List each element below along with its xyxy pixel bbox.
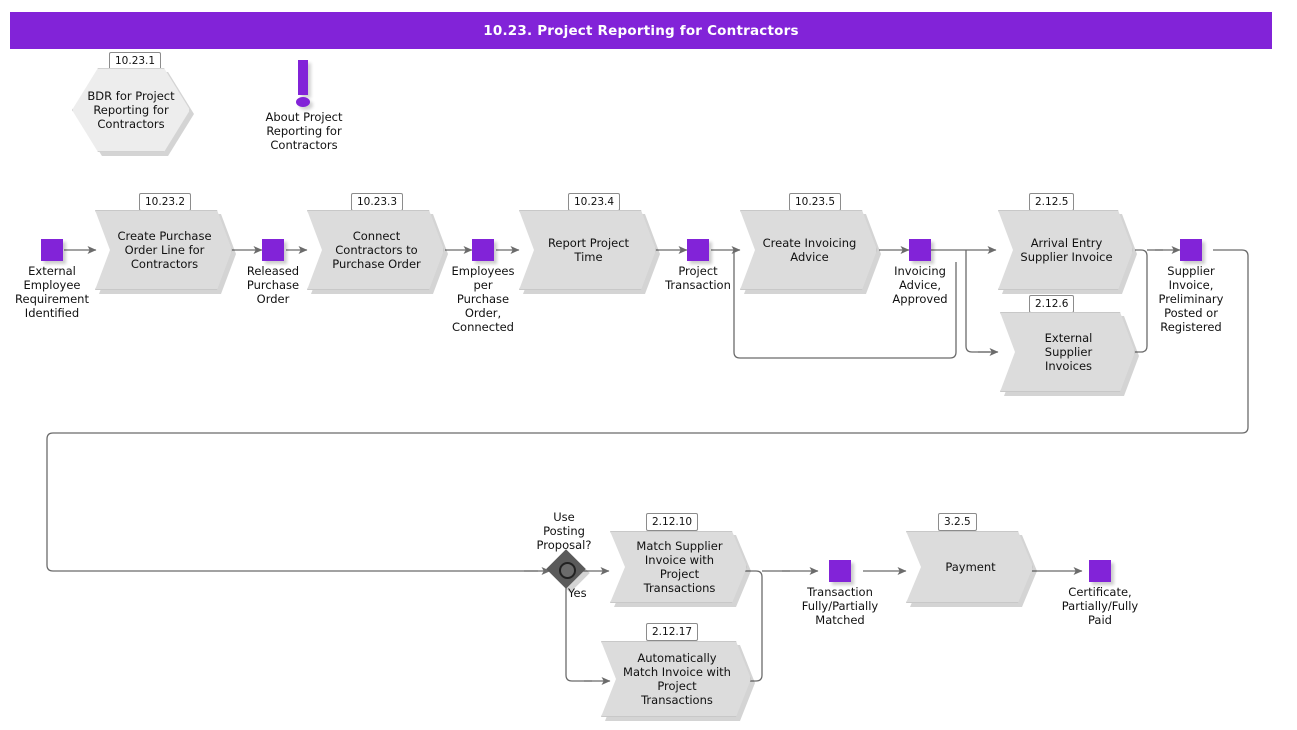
node-id-p8: 2.12.17 — [646, 623, 699, 641]
node-id-bdr: 10.23.1 — [109, 52, 162, 70]
node-p6-label: External Supplier Invoices — [1044, 331, 1093, 373]
node-id-p6: 2.12.6 — [1029, 295, 1075, 313]
node-id-p2: 10.23.3 — [351, 193, 404, 211]
state-external-employee-requirement-label: External Employee Requirement Identified — [15, 264, 89, 320]
node-p8-label: Automatically Match Invoice with Project… — [623, 651, 731, 707]
decision-ring-icon — [559, 562, 576, 579]
state-project-transaction[interactable] — [687, 239, 709, 261]
about-note-label: About Project Reporting for Contractors — [265, 110, 343, 152]
node-p9-label: Payment — [945, 560, 996, 574]
state-invoicing-advice-approved[interactable] — [909, 239, 931, 261]
node-p7-label: Match Supplier Invoice with Project Tran… — [636, 539, 723, 595]
node-id-p7: 2.12.10 — [646, 513, 699, 531]
node-connect-contractors-to-po[interactable]: Connect Contractors to Purchase Order — [307, 210, 444, 290]
state-supplier-invoice-preliminary-label: Supplier Invoice, Preliminary Posted or … — [1158, 264, 1224, 334]
decision-branch-yes-label: Yes — [568, 586, 587, 600]
node-create-invoicing-advice[interactable]: Create Invoicing Advice — [740, 210, 877, 290]
state-released-purchase-order[interactable] — [262, 239, 284, 261]
node-automatically-match-invoice[interactable]: Automatically Match Invoice with Project… — [601, 641, 751, 717]
page-title: 10.23. Project Reporting for Contractors — [10, 12, 1272, 49]
node-id-p9: 3.2.5 — [938, 513, 977, 531]
node-id-p3: 10.23.4 — [568, 193, 621, 211]
state-external-employee-requirement[interactable] — [41, 239, 63, 261]
edge-s5-p6 — [965, 250, 990, 353]
state-invoicing-advice-approved-label: Invoicing Advice, Approved — [892, 264, 948, 306]
node-payment[interactable]: Payment — [906, 531, 1033, 603]
node-p2-label: Connect Contractors to Purchase Order — [332, 229, 421, 271]
exclamation-dot-icon — [296, 97, 310, 107]
state-transaction-matched-label: Transaction Fully/Partially Matched — [801, 585, 879, 627]
node-p5-label: Arrival Entry Supplier Invoice — [1020, 236, 1113, 264]
state-employees-per-po-connected[interactable] — [472, 239, 494, 261]
state-certificate-paid-label: Certificate, Partially/Fully Paid — [1061, 585, 1139, 627]
node-p3-label: Report Project Time — [547, 236, 630, 264]
node-id-p5: 2.12.5 — [1029, 193, 1075, 211]
node-bdr-label: BDR for Project Reporting for Contractor… — [87, 89, 175, 131]
decision-question-label: Use Posting Proposal? — [536, 510, 592, 552]
node-id-p1: 10.23.2 — [139, 193, 192, 211]
state-supplier-invoice-preliminary[interactable] — [1180, 239, 1202, 261]
node-p1-label: Create Purchase Order Line for Contracto… — [117, 229, 212, 271]
node-p4-label: Create Invoicing Advice — [762, 236, 857, 264]
node-arrival-entry-supplier-invoice[interactable]: Arrival Entry Supplier Invoice — [998, 210, 1133, 290]
node-match-supplier-invoice-with-project-transactions[interactable]: Match Supplier Invoice with Project Tran… — [610, 531, 747, 603]
state-project-transaction-label: Project Transaction — [665, 264, 731, 292]
state-certificate-paid[interactable] — [1089, 560, 1111, 582]
node-id-p4: 10.23.5 — [789, 193, 842, 211]
node-create-purchase-order-line[interactable]: Create Purchase Order Line for Contracto… — [95, 210, 232, 290]
node-external-supplier-invoices[interactable]: External Supplier Invoices — [1000, 312, 1135, 392]
page-title-text: 10.23. Project Reporting for Contractors — [483, 22, 799, 39]
state-employees-per-po-connected-label: Employees per Purchase Order, Connected — [451, 264, 515, 334]
state-transaction-matched[interactable] — [829, 560, 851, 582]
node-report-project-time[interactable]: Report Project Time — [519, 210, 656, 290]
state-released-purchase-order-label: Released Purchase Order — [246, 264, 300, 306]
exclamation-icon — [298, 60, 308, 95]
